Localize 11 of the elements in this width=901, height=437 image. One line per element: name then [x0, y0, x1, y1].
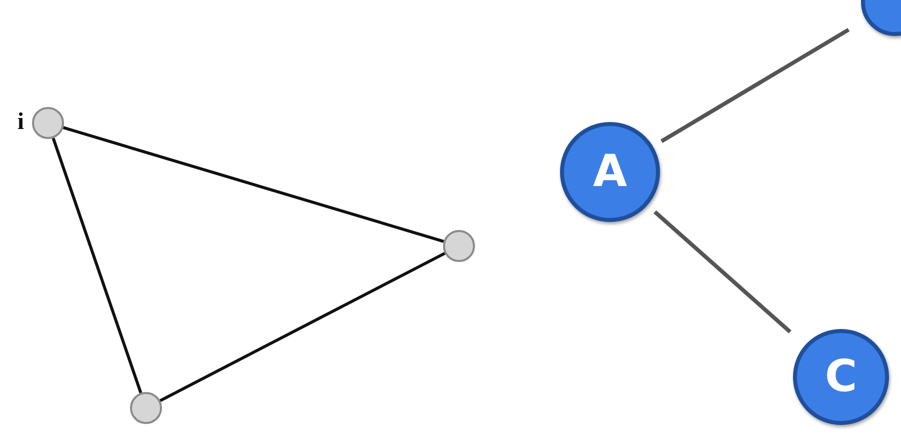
node-label: C: [824, 355, 858, 399]
graph-vertex: [443, 230, 475, 262]
graph-vertex: [32, 107, 64, 139]
connector-line: [654, 210, 792, 334]
graph-vertex: [130, 392, 162, 424]
connector-line: [52, 138, 142, 394]
connector-line: [660, 28, 850, 143]
connector-line: [62, 126, 444, 243]
node-label: A: [592, 150, 628, 194]
connector-line: [160, 252, 446, 402]
vertex-label: i: [17, 110, 24, 134]
